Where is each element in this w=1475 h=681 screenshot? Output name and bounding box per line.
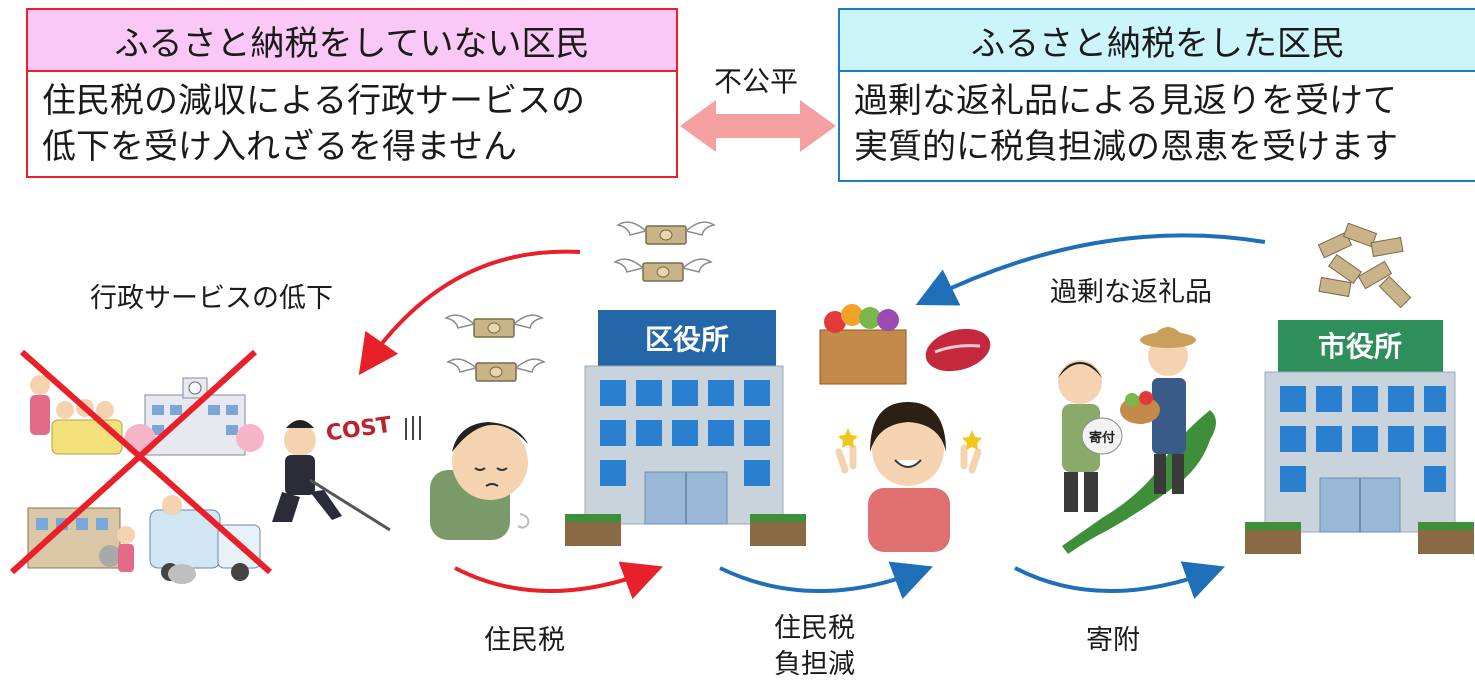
sad-resident-illustration (430, 422, 530, 540)
unfair-double-arrow (680, 100, 836, 152)
donor-people-illustration: 寄付 (1058, 327, 1196, 512)
donor-line-1: 過剰な返礼品による見返りを受けて (854, 81, 1397, 121)
donor-line-2: 実質的に税負担減の恩恵を受けます (854, 127, 1398, 167)
excess-gifts-label: 過剰な返礼品 (1050, 277, 1212, 308)
cost-text: COST (325, 413, 394, 447)
resident-tax-label: 住民税 (484, 625, 565, 656)
non-donor-text: 住民税の減収による行政サービスの 低下を受け入れざるを得ません (28, 72, 676, 176)
non-donor-line-1: 住民税の減収による行政サービスの (42, 81, 585, 121)
tax-reduction-label-1: 住民税 (774, 613, 855, 644)
arrow-tax-reduction (719, 561, 934, 600)
cross-out-icon (9, 349, 272, 575)
meat-icon (925, 328, 991, 372)
non-donor-line-2: 低下を受け入れざるを得ません (42, 127, 517, 167)
happy-resident-illustration (835, 402, 982, 552)
donation-bag-text: 寄付 (1089, 430, 1115, 446)
vegetable-box-icon (819, 304, 907, 385)
admin-services-illustration (27, 375, 264, 584)
donor-title: ふるさと納税をした区民 (840, 10, 1475, 72)
city-office-sign: 市役所 (1318, 330, 1402, 363)
arrow-donation (1014, 561, 1226, 599)
arrow-excess-gifts (915, 233, 1266, 306)
arrow-admin-decline (358, 249, 581, 376)
arrow-resident-tax (454, 561, 664, 600)
donor-text: 過剰な返礼品による見返りを受けて 実質的に税負担減の恩恵を受けます (840, 72, 1475, 176)
city-office-building: 市役所 (1245, 320, 1474, 554)
admin-decline-label: 行政サービスの低下 (90, 283, 333, 314)
ward-office-sign: 区役所 (645, 323, 729, 356)
non-donor-title: ふるさと納税をしていない区民 (28, 10, 676, 72)
money-pile-icon (1317, 222, 1412, 309)
cost-cut-illustration: COST (272, 413, 421, 532)
donor-box: ふるさと納税をした区民 過剰な返礼品による見返りを受けて 実質的に税負担減の恩恵… (838, 8, 1475, 182)
donation-label: 寄附 (1086, 625, 1140, 656)
non-donor-box: ふるさと納税をしていない区民 住民税の減収による行政サービスの 低下を受け入れざ… (26, 8, 678, 178)
ward-office-building: 区役所 (565, 310, 806, 546)
tax-reduction-label-2: 負担減 (774, 649, 855, 680)
unfair-label: 不公平 (714, 65, 799, 98)
